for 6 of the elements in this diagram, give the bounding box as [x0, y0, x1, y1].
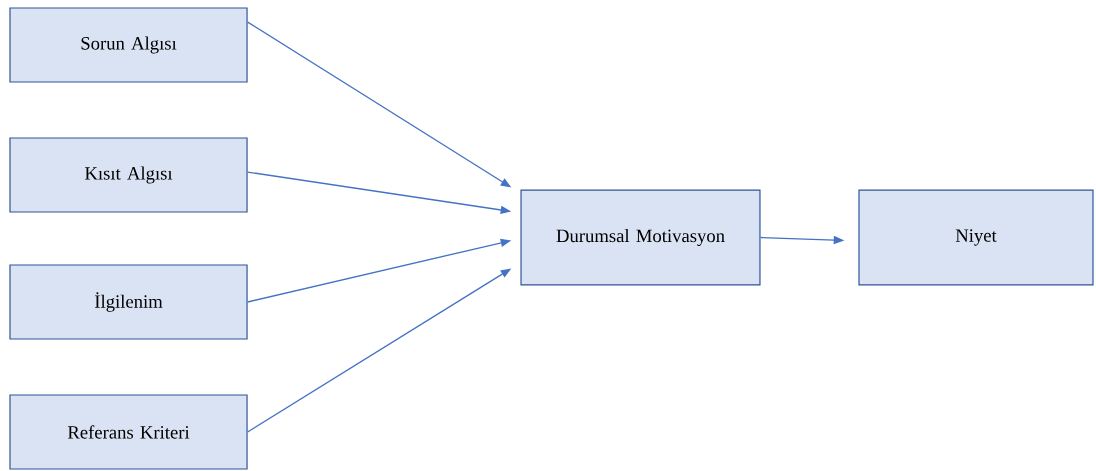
process-box: Referans Kriteri — [9, 394, 248, 470]
process-box: Niyet — [858, 189, 1094, 286]
process-box: İlgilenim — [9, 264, 248, 340]
process-box: Kısıt Algısı — [9, 137, 248, 213]
process-box: Durumsal Motivasyon — [520, 189, 761, 286]
process-box: Sorun Algısı — [9, 7, 248, 83]
